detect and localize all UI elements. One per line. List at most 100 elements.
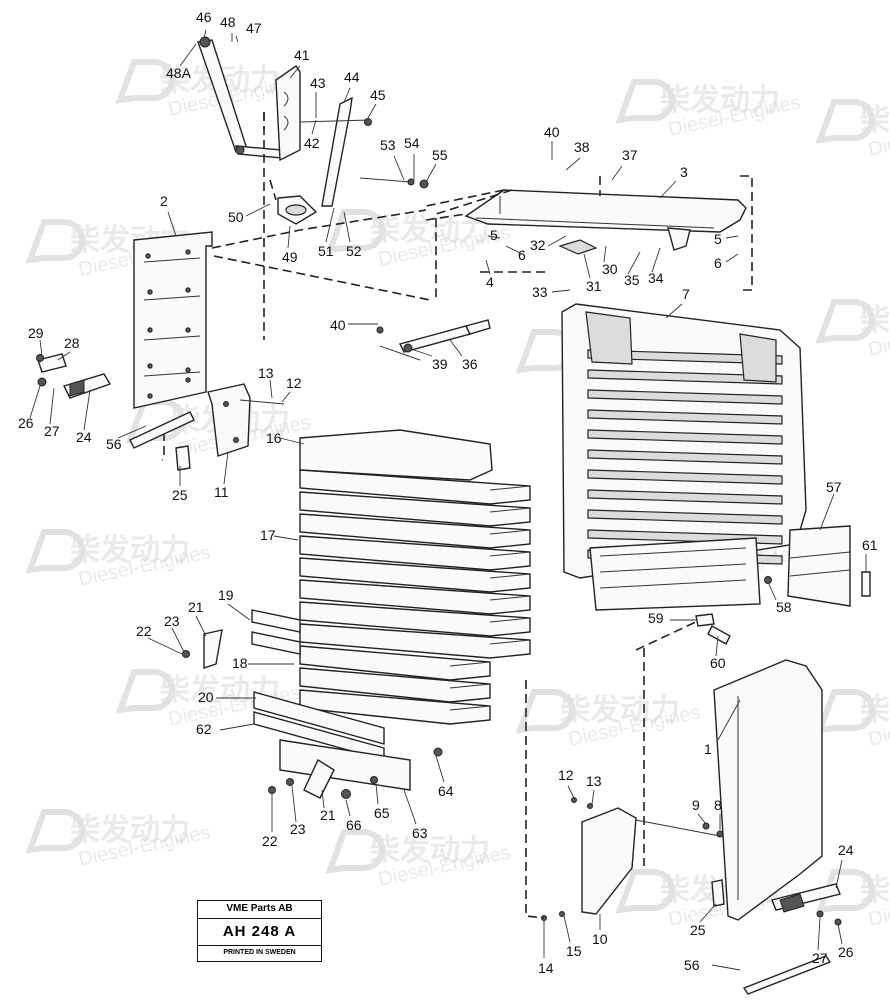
callout-36: 36	[462, 356, 478, 372]
callout-39: 39	[432, 356, 448, 372]
callout-32: 32	[530, 237, 546, 253]
callout-25: 25	[690, 922, 706, 938]
callout-59: 59	[648, 610, 664, 626]
callout-1: 1	[704, 741, 712, 757]
callout-40: 40	[544, 124, 560, 140]
callout-7: 7	[682, 286, 690, 302]
callout-31: 31	[586, 278, 602, 294]
callout-35: 35	[624, 272, 640, 288]
svg-text:柴发动力: 柴发动力	[370, 834, 490, 867]
callout-23: 23	[164, 613, 180, 629]
callout-56: 56	[684, 957, 700, 973]
gas-strut	[376, 319, 491, 361]
side-door-panel	[711, 659, 842, 995]
callout-30: 30	[602, 261, 618, 277]
callout-13: 13	[586, 773, 602, 789]
callout-64: 64	[438, 783, 454, 799]
callout-19: 19	[218, 587, 234, 603]
side-strip	[764, 525, 871, 607]
svg-text:柴发动力: 柴发动力	[70, 814, 190, 847]
callout-49: 49	[282, 249, 298, 265]
callout-17: 17	[260, 527, 276, 543]
callout-37: 37	[622, 147, 638, 163]
callout-60: 60	[710, 655, 726, 671]
svg-text:柴发动力: 柴发动力	[660, 84, 780, 117]
callout-22: 22	[262, 833, 278, 849]
callout-46: 46	[196, 9, 212, 25]
callout-54: 54	[404, 135, 420, 151]
callout-26: 26	[838, 944, 854, 960]
callout-42: 42	[304, 135, 320, 151]
callout-13: 13	[258, 365, 274, 381]
callout-66: 66	[346, 817, 362, 833]
left-side-plate	[133, 112, 505, 461]
callout-21: 21	[320, 807, 336, 823]
stamp-printed: PRINTED IN SWEDEN	[223, 949, 296, 956]
callout-65: 65	[374, 805, 390, 821]
callout-12: 12	[286, 375, 302, 391]
hinge-pin-parts	[695, 613, 731, 645]
svg-text:柴发动力: 柴发动力	[560, 694, 680, 727]
callout-22: 22	[136, 623, 152, 639]
callout-29: 29	[28, 325, 44, 341]
callout-6: 6	[714, 255, 722, 271]
callout-41: 41	[294, 47, 310, 63]
callout-57: 57	[826, 479, 842, 495]
callout-14: 14	[538, 960, 554, 976]
callout-28: 28	[64, 335, 80, 351]
callout-52: 52	[346, 243, 362, 259]
callout-38: 38	[574, 139, 590, 155]
callout-26: 26	[18, 415, 34, 431]
callout-34: 34	[648, 270, 664, 286]
callout-62: 62	[196, 721, 212, 737]
callout-leaders	[29, 29, 867, 971]
callout-25: 25	[172, 487, 188, 503]
callout-61: 61	[862, 537, 878, 553]
callout-63: 63	[412, 825, 428, 841]
callout-18: 18	[232, 655, 248, 671]
callout-45: 45	[370, 87, 386, 103]
callout-6: 6	[518, 247, 526, 263]
callout-51: 51	[318, 243, 334, 259]
top-cover-plate	[425, 175, 753, 300]
callout-5: 5	[490, 227, 498, 243]
svg-text:柴发动力: 柴发动力	[70, 534, 190, 567]
left-latch-parts	[36, 353, 195, 449]
upper-linkage	[197, 36, 429, 225]
callout-48: 48	[220, 14, 236, 30]
callout-27: 27	[44, 423, 60, 439]
callout-8: 8	[714, 797, 722, 813]
callout-23: 23	[290, 821, 306, 837]
callout-47: 47	[246, 20, 262, 36]
callout-16: 16	[266, 430, 282, 446]
callout-9: 9	[692, 797, 700, 813]
callout-53: 53	[380, 137, 396, 153]
title-stamp: VME Parts AB AH 248 A PRINTED IN SWEDEN	[197, 900, 322, 962]
callout-50: 50	[228, 209, 244, 225]
front-louvre-grille	[182, 429, 531, 799]
callout-56: 56	[106, 436, 122, 452]
callout-24: 24	[838, 842, 854, 858]
callout-3: 3	[680, 164, 688, 180]
callout-5: 5	[714, 231, 722, 247]
stamp-company: VME Parts AB	[198, 901, 321, 919]
callout-12: 12	[558, 767, 574, 783]
callout-40: 40	[330, 317, 346, 333]
callout-55: 55	[432, 147, 448, 163]
rear-grille	[561, 303, 807, 611]
callout-43: 43	[310, 75, 326, 91]
callout-10: 10	[592, 931, 608, 947]
bracket-11	[175, 383, 285, 471]
callout-24: 24	[76, 429, 92, 445]
callout-15: 15	[566, 943, 582, 959]
lower-bracket-10	[525, 619, 724, 921]
callout-4: 4	[486, 274, 494, 290]
stamp-code: AH 248 A	[198, 919, 321, 946]
callout-20: 20	[198, 689, 214, 705]
callout-2: 2	[160, 193, 168, 209]
callout-48A: 48A	[166, 65, 192, 81]
callout-44: 44	[344, 69, 360, 85]
